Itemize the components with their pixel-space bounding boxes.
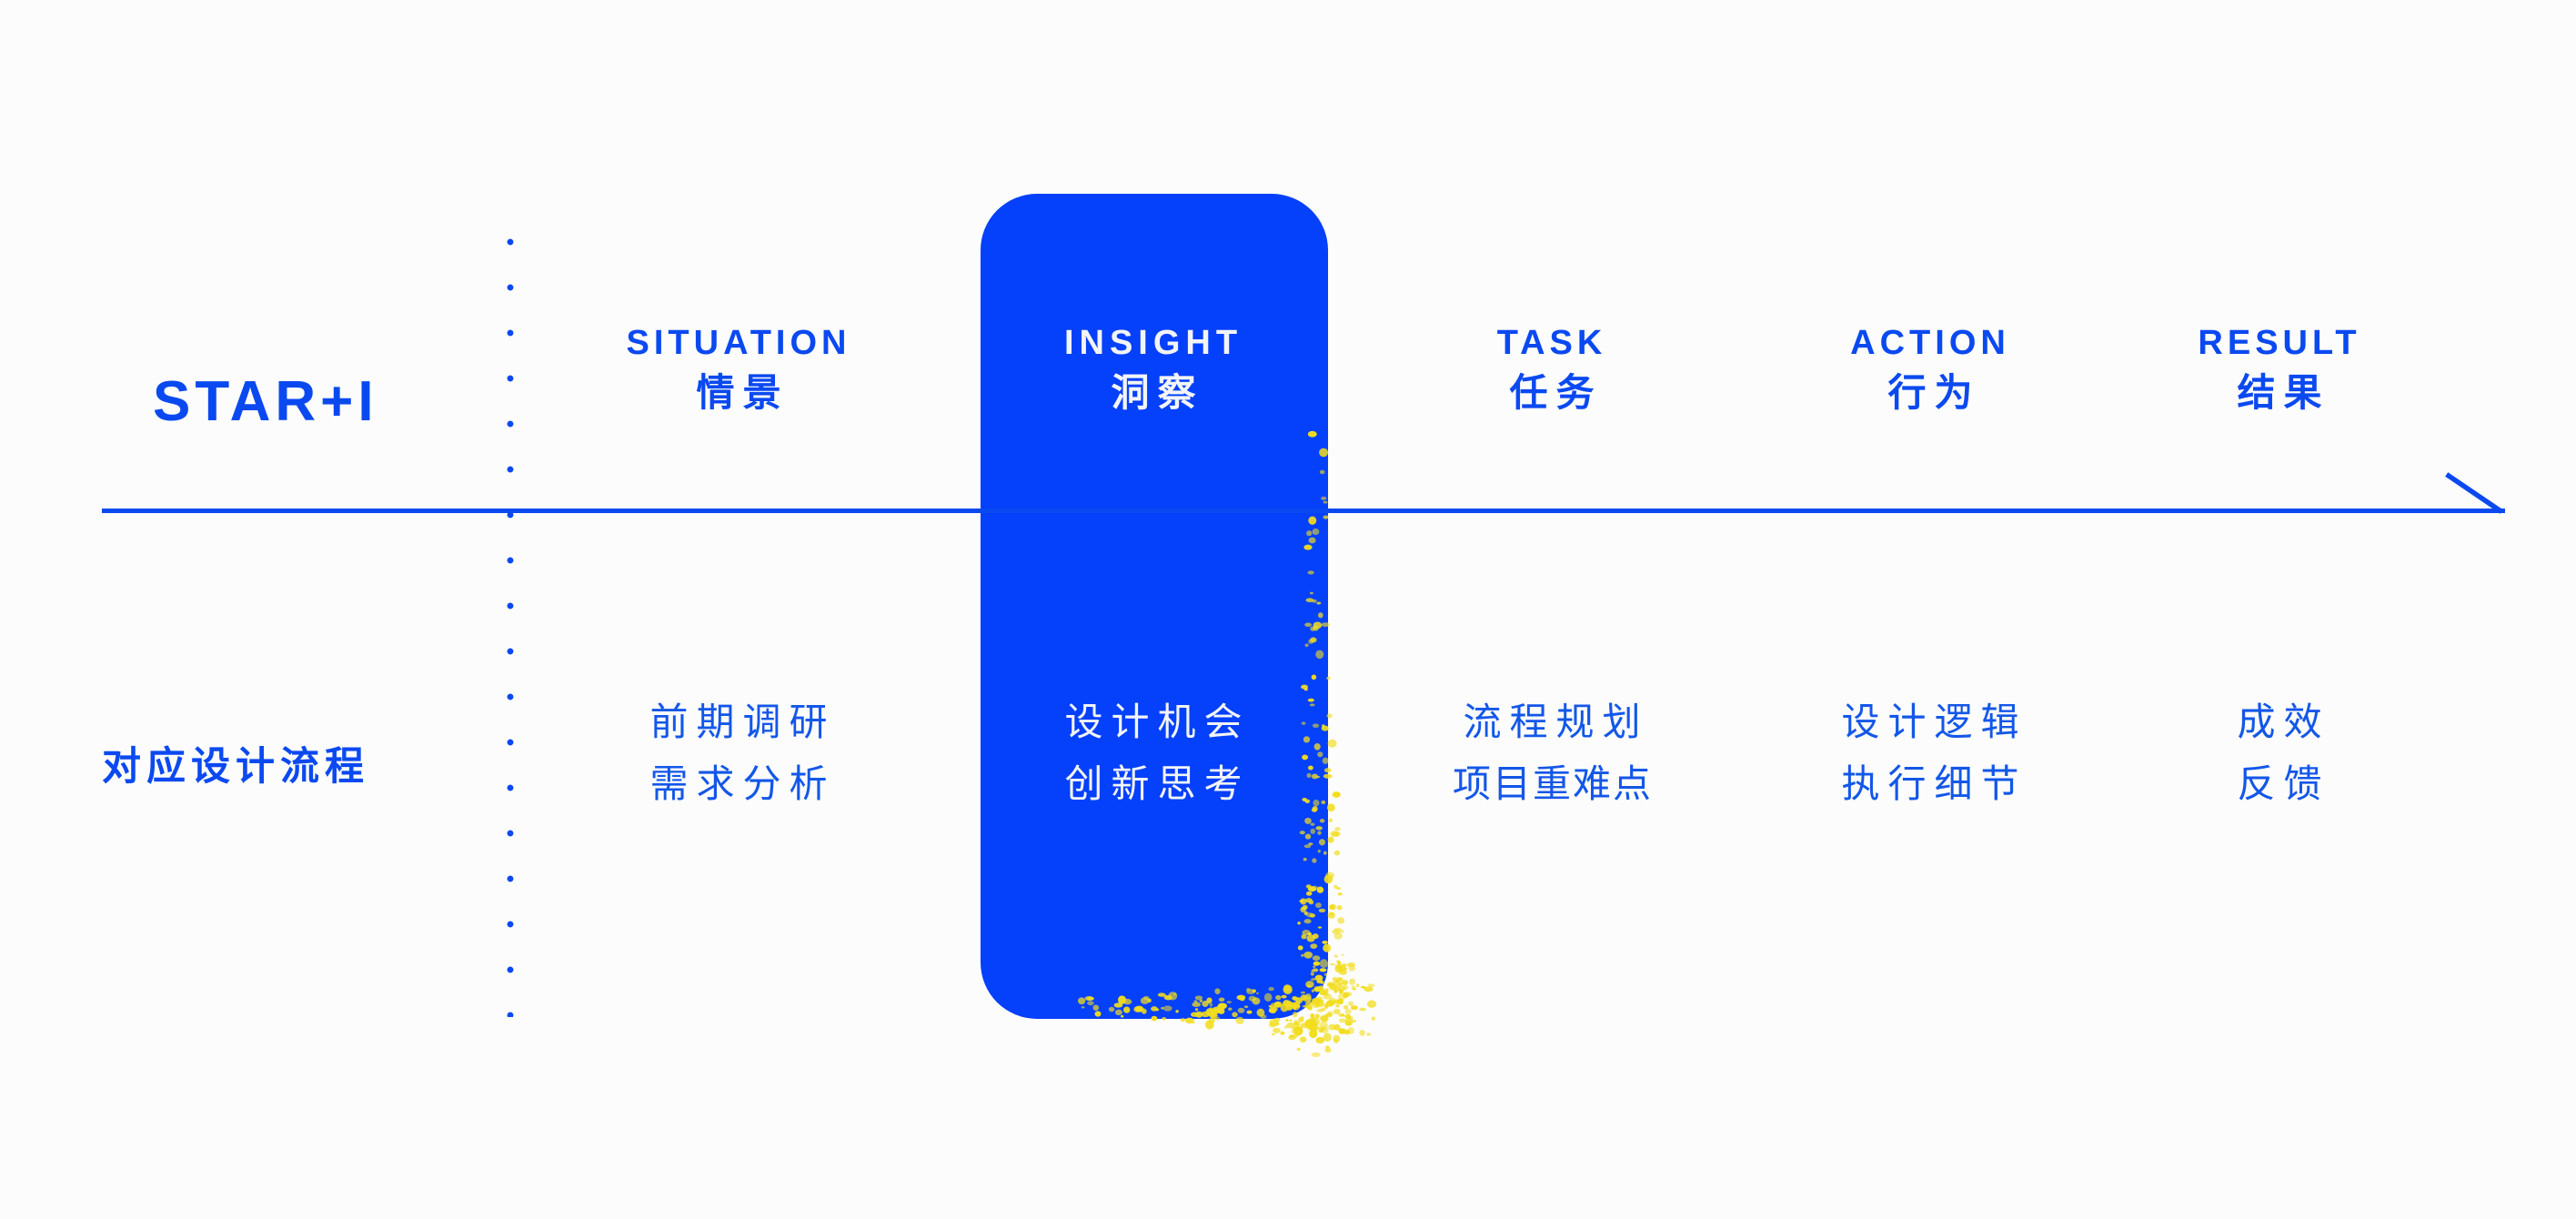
column-body-line: 流程规划 [1463,700,1649,743]
column-body-line: 成效 [2237,700,2330,743]
column-header-cn: 行为 [1887,370,1981,414]
column-body-task: 流程规划 项目重难点 [1297,691,1806,815]
column-body-result: 成效 反馈 [2025,691,2534,815]
process-row-label: 对应设计流程 [102,745,369,789]
column-body-action: 设计逻辑 执行细节 [1675,691,2185,815]
column-body-line: 反馈 [2237,762,2330,806]
page-title: STAR+I [153,370,378,433]
column-header-action: ACTION 行为 [1675,324,2185,422]
column-header-cn: 洞察 [1111,370,1204,414]
column-body-line: 设计逻辑 [1841,700,2028,743]
arrow-right-icon [2445,472,2503,514]
column-header-insight: INSIGHT 洞察 [899,324,1408,422]
column-body-situation: 前期调研 需求分析 [484,691,993,815]
column-header-situation: SITUATION 情景 [484,324,993,422]
column-body-insight: 设计机会 创新思考 [899,691,1408,815]
column-header-task: TASK 任务 [1297,324,1806,422]
column-header-cn: 结果 [2237,370,2330,414]
column-header-en: TASK [1496,324,1607,362]
vertical-dotted-line-icon [507,238,514,1017]
column-body-line: 需求分析 [649,762,836,806]
column-body-line: 执行细节 [1841,762,2028,806]
column-header-cn: 情景 [696,370,790,414]
column-header-cn: 任务 [1509,370,1603,414]
column-header-en: RESULT [2198,324,2361,362]
column-header-en: SITUATION [626,324,851,362]
insight-highlight-card [981,194,1328,1019]
column-body-line: 前期调研 [649,700,836,743]
column-body-line: 创新思考 [1064,762,1251,806]
column-body-line: 设计机会 [1064,700,1251,743]
column-header-en: INSIGHT [1063,324,1243,362]
column-header-en: ACTION [1850,324,2010,362]
timeline-axis [102,509,2505,513]
column-body-line: 项目重难点 [1452,762,1653,806]
column-header-result: RESULT 结果 [2025,324,2534,422]
